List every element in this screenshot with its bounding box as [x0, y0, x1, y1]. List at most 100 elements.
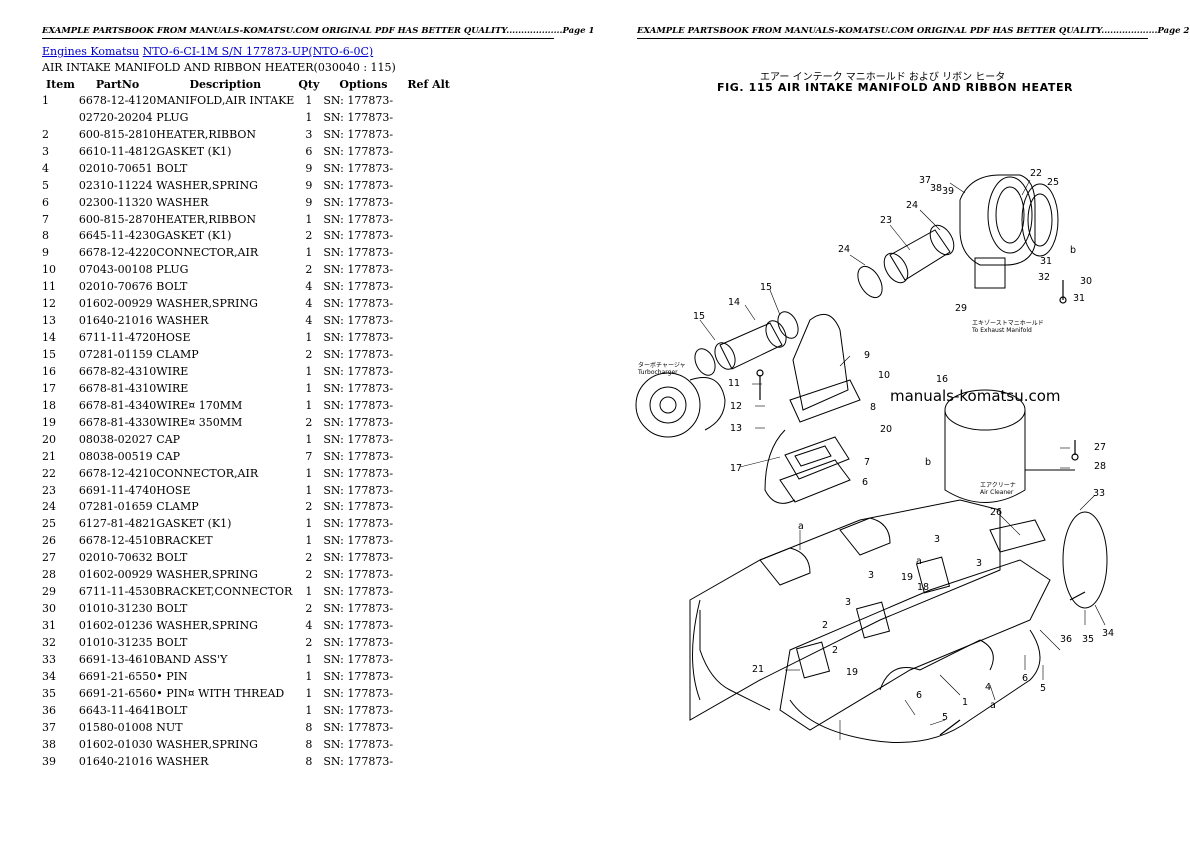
cell-options: SN: 177873- — [323, 483, 394, 497]
cell-partno: 07281-01159 — [78, 348, 153, 362]
hose-23 — [857, 224, 955, 299]
wire-17 — [764, 429, 796, 504]
cell-description: WIRE — [156, 364, 189, 378]
cell-options: SN: 177873- — [323, 212, 394, 226]
callout-31b: 31 — [1073, 293, 1086, 304]
cell-refalt — [403, 753, 454, 770]
cell-item: 14 — [42, 331, 56, 345]
cell-options: SN: 177873- — [323, 398, 394, 412]
figure-title: FIG. 115 AIR INTAKE MANIFOLD AND RIBBON … — [717, 81, 1074, 94]
cell-options: SN: 177873- — [323, 466, 394, 480]
cell-partno: 6678-81-4330 — [78, 415, 157, 429]
breadcrumb-link-engines[interactable]: Engines Komatsu — [42, 45, 140, 58]
cell-description: BRACKET — [156, 534, 213, 548]
cell-options: SN: 177873- — [323, 703, 394, 717]
cell-refalt — [403, 261, 454, 278]
cell-description: CLAMP — [156, 348, 199, 362]
cell-options: SN: 177873- — [323, 263, 394, 277]
cell-description: WASHER,SPRING — [156, 297, 258, 311]
cell-description: WASHER,SPRING — [156, 619, 258, 633]
cell-partno: 6678-12-4210 — [78, 466, 157, 480]
breadcrumb: Engines Komatsu NTO-6-CI-1M S/N 177873-U… — [42, 45, 373, 58]
cell-refalt — [403, 532, 454, 549]
cell-item: 36 — [42, 703, 56, 717]
cell-qty: 1 — [305, 364, 313, 378]
callout-9: 9 — [864, 350, 871, 361]
cell-partno: 02720-20204 — [78, 110, 153, 124]
callout-21: 21 — [752, 664, 765, 675]
cell-item: 19 — [42, 415, 56, 429]
cell-options: SN: 177873- — [323, 585, 394, 599]
cell-options: SN: 177873- — [323, 517, 394, 531]
cell-options: SN: 177873- — [323, 534, 394, 548]
cell-qty: 9 — [305, 178, 313, 192]
callout-3d: 3 — [845, 597, 852, 608]
cell-qty: 4 — [305, 280, 313, 294]
callout-27: 27 — [1094, 442, 1107, 453]
cell-options: SN: 177873- — [323, 551, 394, 565]
cell-partno: 02010-70676 — [78, 280, 153, 294]
cell-options: SN: 177873- — [323, 568, 394, 582]
cell-qty: 1 — [305, 585, 313, 599]
cell-options: SN: 177873- — [323, 110, 394, 124]
callout-38: 38 — [930, 183, 943, 194]
breadcrumb-link-model[interactable]: NTO-6-CI-1M S/N 177873-UP(NTO-6-0C) — [142, 45, 374, 58]
cell-description: PLUG — [156, 110, 189, 124]
cell-qty: 2 — [305, 568, 313, 582]
callout-1: 1 — [962, 697, 969, 708]
callout-37: 37 — [919, 175, 932, 186]
cell-item: 5 — [42, 178, 49, 192]
cell-qty: 1 — [305, 432, 313, 446]
ribbon-heater-7 — [779, 436, 851, 503]
callout-b2: b — [925, 457, 932, 468]
cell-item: 11 — [42, 280, 56, 294]
cell-qty: 1 — [305, 110, 313, 124]
table-header-row: Item PartNo Description Qty Options Ref … — [42, 76, 454, 92]
cell-options: SN: 177873- — [323, 652, 394, 666]
cell-partno: 6691-13-4610 — [78, 652, 157, 666]
cell-partno: 600-815-2870 — [78, 212, 157, 226]
cell-qty: 1 — [305, 331, 313, 345]
cell-item: 22 — [42, 466, 56, 480]
callout-23: 23 — [880, 215, 893, 226]
callout-7: 7 — [864, 457, 871, 468]
cell-refalt — [403, 92, 454, 109]
callout-26: 26 — [990, 507, 1003, 518]
callout-6b: 6 — [1022, 673, 1029, 684]
cell-refalt — [403, 244, 454, 261]
cell-partno: 01602-01030 — [78, 737, 153, 751]
cell-partno: 6678-82-4310 — [78, 364, 157, 378]
callout-35: 35 — [1082, 634, 1095, 645]
callout-b1: b — [1070, 245, 1077, 256]
cell-options: SN: 177873- — [323, 720, 394, 734]
cell-qty: 2 — [305, 551, 313, 565]
col-header-item: Item — [46, 77, 75, 91]
cell-refalt — [403, 685, 454, 702]
cell-description: WASHER — [156, 754, 209, 768]
cell-qty: 2 — [305, 635, 313, 649]
cell-item: 21 — [42, 449, 56, 463]
cell-qty: 1 — [305, 93, 313, 107]
callout-11: 11 — [728, 378, 741, 389]
cell-partno: 07281-01659 — [78, 500, 153, 514]
cell-partno: 01010-31235 — [78, 635, 153, 649]
cell-refalt — [403, 634, 454, 651]
page-header-left: EXAMPLE PARTSBOOK FROM MANUALS-KOMATSU.C… — [42, 26, 594, 39]
cell-item: 37 — [42, 720, 56, 734]
cell-description: GASKET (K1) — [156, 229, 232, 243]
cell-partno: 6645-11-4230 — [78, 229, 157, 243]
cell-qty: 1 — [305, 212, 313, 226]
parts-table: Item PartNo Description Qty Options Ref … — [42, 76, 454, 770]
cell-description: BOLT — [156, 161, 188, 175]
cell-description: BOLT — [156, 602, 188, 616]
cell-item: 4 — [42, 161, 49, 175]
